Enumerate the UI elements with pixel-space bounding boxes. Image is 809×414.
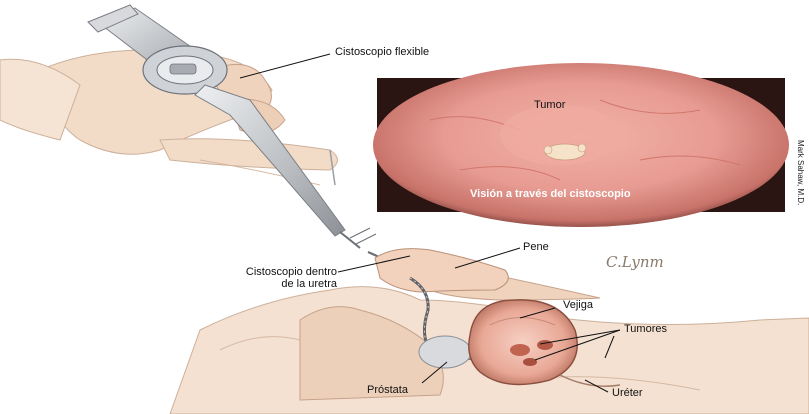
label-prostate: Próstata <box>367 384 408 396</box>
label-view-caption: Visión a través del cistoscopio <box>470 188 631 200</box>
label-tumors: Tumores <box>624 323 667 335</box>
bladder-shape <box>469 300 577 385</box>
label-cystoscope-urethra-line2: de la uretra <box>174 278 337 290</box>
photo-credit: Mark Sahaw, M.D. <box>796 140 805 205</box>
label-ureter: Uréter <box>612 387 643 399</box>
label-tumor: Tumor <box>534 99 565 111</box>
label-flexible-cystoscope: Cistoscopio flexible <box>335 46 429 58</box>
label-cystoscope-urethra-line1: Cistoscopio dentro <box>174 266 337 278</box>
label-bladder: Vejiga <box>563 299 593 311</box>
cystoscope-view-photo <box>373 63 789 227</box>
leader-flexible-cystoscope <box>240 54 330 78</box>
artist-signature: C.Lynm <box>606 253 664 271</box>
label-penis: Pene <box>523 241 549 253</box>
